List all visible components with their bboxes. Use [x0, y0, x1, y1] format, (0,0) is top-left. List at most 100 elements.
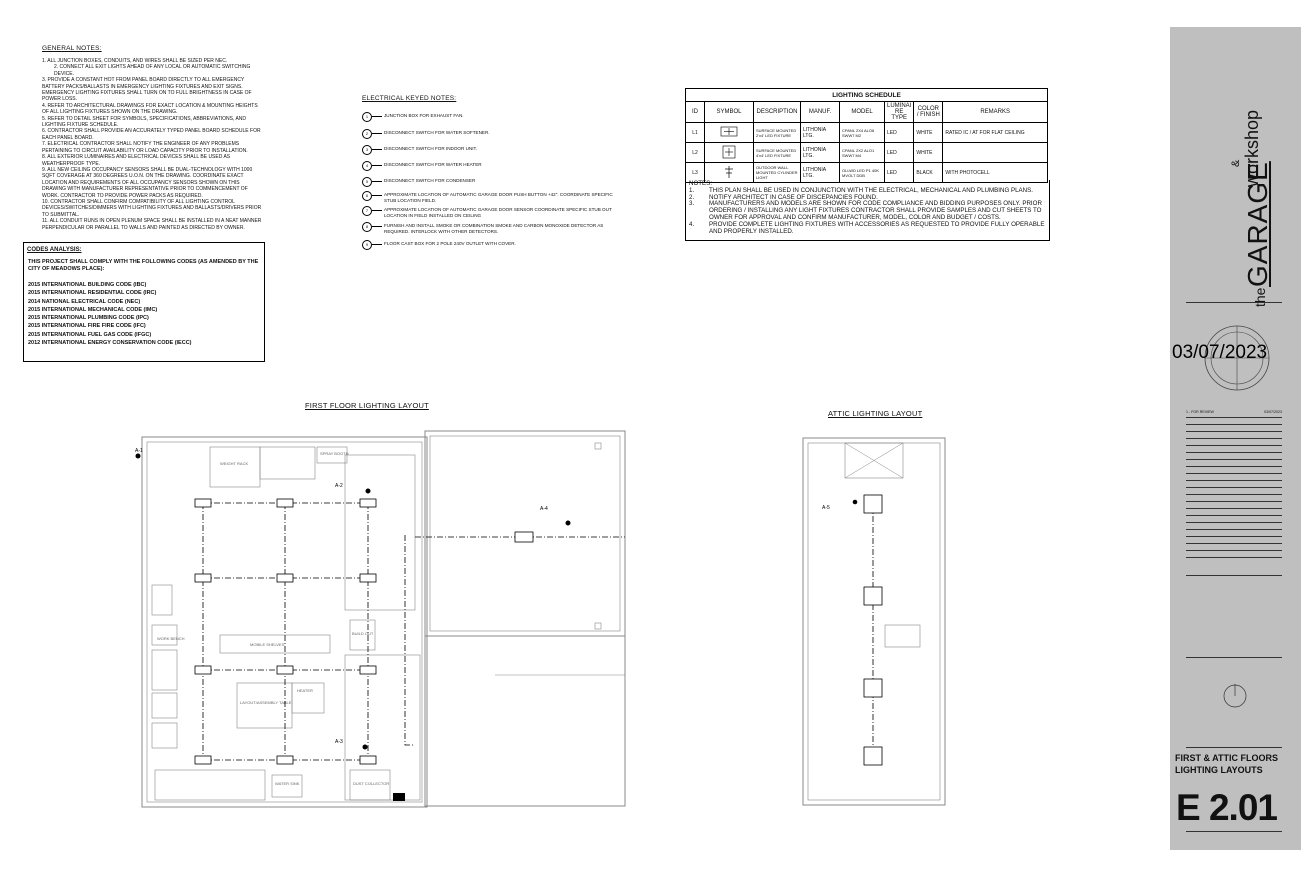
keyed-note-number: 7 [362, 206, 372, 216]
room-label: WORK BENCH [157, 636, 185, 641]
keyed-note-number: 3 [362, 145, 372, 155]
sheet-number: E 2.01 [1176, 787, 1278, 828]
general-note: 7. ELECTRICAL CONTRACTOR SHALL NOTIFY TH… [42, 141, 248, 154]
general-note: 2. CONNECT ALL EXIT LIGHTS AHEAD OF ANY … [54, 64, 251, 77]
general-note: 1. ALL JUNCTION BOXES, CONDUITS, AND WIR… [42, 58, 228, 64]
code-item: 2015 INTERNATIONAL BUILDING CODE (IBC) [28, 282, 147, 288]
wall-cylinder-light-icon [723, 165, 735, 181]
schedule-description: SURFACE MOUNTED 4'x4' LED FIXTURE [753, 142, 801, 163]
schedule-id: L3 [685, 162, 705, 183]
keyed-note-number: 2 [362, 129, 372, 139]
circuit-tag: A-5 [822, 505, 830, 511]
schedule-model: CPANL 2X2 ALO1 SWW7 M4 [839, 142, 885, 163]
keyed-note-text: FURNISH AND INSTALL SMOKE OR COMBINATION… [384, 223, 604, 234]
first-floor-title: FIRST FLOOR LIGHTING LAYOUT [305, 401, 429, 410]
circuit-tag: A-2 [335, 483, 343, 489]
general-note: 10. CONTRACTOR SHALL CONFIRM COMPATIBILI… [42, 198, 262, 218]
general-note: 3. PROVIDE A CONSTANT HOT FROM PANEL BOA… [42, 77, 252, 103]
schedule-note: 2.NOTIFY ARCHITECT IN CASE OF DISCEPANCI… [689, 193, 878, 201]
schedule-description: OUTDOOR WALL MOUNTED CYLINDER LIGHT [753, 162, 801, 183]
title-block: the GARAGE & workshop 03/07/2023 1 - FOR… [1170, 27, 1301, 850]
schedule-model: CPANL 2X4 ALO6 SWW7 M2 [839, 122, 885, 143]
code-item: 2015 INTERNATIONAL MECHANICAL CODE (IMC) [28, 306, 158, 313]
codes-analysis-title: CODES ANALYSIS: [27, 247, 82, 253]
schedule-notes-title: NOTES: [689, 180, 713, 187]
general-note: 6. CONTRACTOR SHALL PROVIDE AN ACCURATEL… [42, 128, 261, 141]
fixture-l1-icon [194, 498, 534, 765]
keyed-note-text: APPROXIMATE LOCATION OF AUTOMATIC GARAGE… [384, 207, 612, 218]
keyed-note-number: 4 [362, 161, 372, 171]
schedule-note: 3.MANUFACTURERS AND MODELS ARE SHOWN FOR… [689, 200, 1042, 221]
north-arrow [1223, 682, 1247, 715]
code-item: 2014 NATIONAL ELECTRICAL CODE (NEC) [28, 298, 141, 305]
schedule-remarks: WITH PHOTOCELL [942, 162, 1048, 183]
schedule-finish: WHITE [913, 122, 944, 143]
general-note: 9. ALL NEW CEILING OCCUPANCY SENSORS SHA… [42, 166, 253, 199]
general-notes-title: GENERAL NOTES: [42, 45, 102, 52]
general-note: 11. ALL CONDUIT RUNS IN OPEN PLENUM SPAC… [42, 218, 262, 231]
table-row: L2 SURFACE MOUNTED 4'x4' LED FIXTURE LIT… [685, 142, 1048, 163]
room-label: WEIGHT RACK [220, 461, 248, 466]
keyed-note-number: 5 [362, 177, 372, 187]
sheet-date: 03/07/2023 [1172, 342, 1268, 363]
schedule-note: 1.THIS PLAN SHALL BE USED IN CONJUNCTION… [689, 186, 1033, 194]
schedule-manuf: LITHONIA LTG. [800, 122, 840, 143]
codes-analysis-box: CODES ANALYSIS: THIS PROJECT SHALL COMPL… [23, 242, 265, 362]
schedule-header: DESCRIPTION [753, 101, 801, 123]
general-notes-list: 1. ALL JUNCTION BOXES, CONDUITS, AND WIR… [42, 58, 264, 231]
keyed-note-text: FLOOR CAST BOX FOR 2 POLE 240V OUTLET WI… [384, 241, 516, 246]
schedule-remarks: RATED IC / AT FOR FLAT CEILING [942, 122, 1048, 143]
keyed-notes-title: ELECTRICAL KEYED NOTES: [362, 95, 457, 102]
schedule-type: LED [883, 162, 915, 183]
schedule-symbol [704, 162, 754, 183]
keyed-note-number: 6 [362, 191, 372, 201]
room-label: LAYOUT/ASSEMBLY TABLE [240, 700, 292, 705]
schedule-id: L2 [685, 142, 705, 163]
circuit-tag: A-3 [335, 739, 343, 745]
lighting-schedule-notes: NOTES: 1.THIS PLAN SHALL BE USED IN CONJ… [685, 180, 1050, 241]
fixture-4x4-icon [722, 145, 736, 161]
schedule-note: 4.PROVIDE COMPLETE LIGHTING FIXTURES WIT… [689, 220, 1045, 235]
lighting-schedule-title: LIGHTING SCHEDULE [685, 88, 1048, 102]
sheet-title: FIRST & ATTIC FLOORS LIGHTING LAYOUTS [1175, 753, 1278, 775]
project-logo: the GARAGE & workshop [1222, 67, 1302, 307]
schedule-finish: WHITE [913, 142, 944, 163]
table-row: L1 SURFACE MOUNTED 2'x4' LED FIXTURE LIT… [685, 122, 1048, 143]
code-item: 2015 INTERNATIONAL RESIDENTIAL CODE (IRC… [28, 290, 157, 297]
schedule-type: LED [883, 122, 915, 143]
schedule-header: REMARKS [942, 101, 1048, 123]
fixture-l2-icon [863, 494, 883, 766]
general-note: 4. REFER TO ARCHITECTURAL DRAWINGS FOR E… [42, 102, 258, 116]
table-row: L3 OUTDOOR WALL MOUNTED CYLINDER LIGHT L… [685, 162, 1048, 183]
keyed-note: 5 DISCONNECT SWITCH FOR CONDENSER [362, 177, 624, 187]
code-item: 2015 INTERNATIONAL PLUMBING CODE (IPC) [28, 315, 149, 322]
schedule-type: LED [883, 142, 915, 163]
schedule-manuf: LITHONIA LTG. [800, 162, 840, 183]
schedule-header: SYMBOL [704, 101, 754, 123]
schedule-symbol [704, 122, 754, 143]
schedule-header: ID [685, 101, 705, 123]
code-item: 2012 INTERNATIONAL ENERGY CONSERVATION C… [28, 340, 192, 347]
schedule-header: LUMINAI RE TYPE [883, 101, 915, 123]
schedule-manuf: LITHONIA LTG. [800, 142, 840, 163]
lighting-schedule-table: LIGHTING SCHEDULE ID SYMBOL DESCRIPTION … [685, 88, 1048, 183]
schedule-id: L1 [685, 122, 705, 143]
logo-amp: & [1230, 159, 1242, 167]
keyed-note-number: 8 [362, 222, 372, 232]
attic-plan: A-5 [802, 437, 946, 806]
keyed-note-text: DISCONNECT SWITCH FOR CONDENSER [384, 178, 476, 183]
general-notes: GENERAL NOTES: 1. ALL JUNCTION BOXES, CO… [42, 45, 264, 231]
keyed-note: 8 FURNISH AND INSTALL SMOKE OR COMBINATIO… [362, 222, 624, 234]
general-note: 8. ALL EXTERIOR LUMINAIRES AND ELECTRICA… [42, 154, 231, 167]
room-label: DUST COLLECTOR [353, 781, 389, 786]
keyed-note-number: 9 [362, 240, 372, 250]
fixture-2x4-icon [719, 126, 739, 139]
circuit-tag: A-1 [135, 448, 143, 454]
compass-seal [1202, 323, 1272, 398]
codes-analysis-intro: THIS PROJECT SHALL COMPLY WITH THE FOLLO… [28, 259, 259, 272]
